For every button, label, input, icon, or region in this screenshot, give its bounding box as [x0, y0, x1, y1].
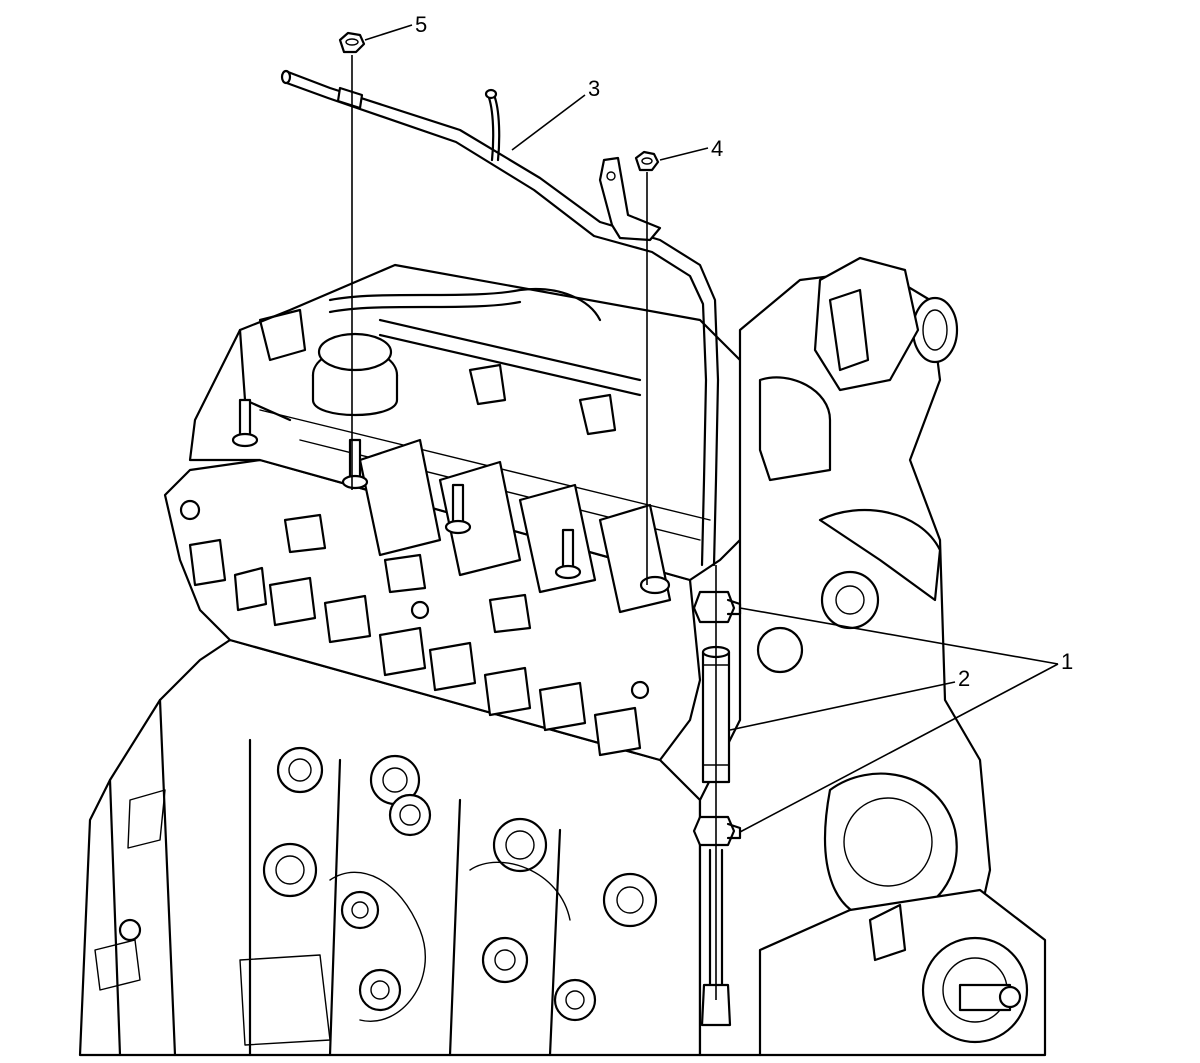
- leader-3: [511, 94, 586, 151]
- callout-1: 1: [1061, 649, 1073, 674]
- callout-2: 2: [958, 666, 970, 691]
- leader-4: [659, 147, 709, 161]
- callout-5: 5: [415, 12, 427, 37]
- oil-fill-cap: [311, 332, 399, 417]
- throttle-body: [758, 256, 959, 482]
- oil-level-indicator-tube: [280, 69, 720, 567]
- nut-4: [634, 150, 660, 172]
- callout-4: 4: [711, 136, 723, 161]
- leader-2: [729, 681, 956, 731]
- alternator: [758, 888, 1047, 1057]
- leader-1b: [739, 663, 1059, 833]
- engine-block: [78, 638, 702, 1057]
- leader-1a: [739, 607, 1059, 665]
- tube-lower-end: [700, 983, 732, 1027]
- tube-clamp-upper: [692, 590, 742, 624]
- leader-5: [364, 24, 413, 41]
- nut-5: [338, 31, 366, 54]
- valve-cover: [188, 263, 762, 614]
- callout-3: 3: [588, 76, 600, 101]
- cylinder-head-flange: [163, 458, 702, 762]
- tube-clamp-lower: [692, 815, 742, 847]
